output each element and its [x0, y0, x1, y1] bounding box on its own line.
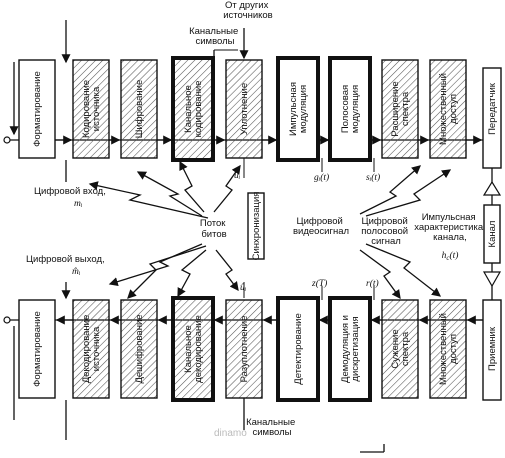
zig-to-u-hat	[215, 249, 239, 292]
zig-to-mult-access-bottom	[365, 243, 442, 297]
label-digital-bandpass-l3: сигнал	[371, 236, 401, 247]
zig-to-source-coding	[136, 171, 203, 217]
label-digital-bandpass-l1: Цифровой	[362, 216, 408, 227]
tx-block-label-3: Канальноекодирование	[183, 81, 204, 138]
bit-stream-arrows	[88, 160, 452, 300]
rx-block-demultiplexing	[225, 299, 263, 399]
label-impulse-response-l2: характеристика	[414, 222, 484, 233]
rx-block-demodulation	[328, 296, 372, 402]
label-bit-stream-l1: Поток	[200, 218, 226, 229]
tx-block-bandpass-modulation	[328, 56, 372, 162]
label-channel-symbols-top-l1: Канальные	[189, 26, 238, 37]
rx-block-label-9: Приемник	[487, 326, 498, 371]
watermark: dinamo	[214, 428, 247, 439]
sync-label: Синхронизация	[251, 192, 262, 261]
zig-to-spread	[359, 165, 421, 215]
tx-block-spread-spectrum	[381, 59, 419, 159]
label-digital-video: Цифровой видеосигнал	[293, 216, 349, 237]
tx-block-channel-coding	[171, 56, 215, 162]
tx-block-label-6: Полосоваямодуляция	[340, 85, 361, 133]
tx-block-multiplexing	[225, 59, 263, 159]
tx-block-label-0: Форматирование	[32, 71, 43, 147]
rx-block-label-0: Форматирование	[32, 311, 43, 387]
rx-block-decryption	[120, 299, 158, 399]
rx-output-terminal	[3, 316, 11, 324]
label-channel-symbols-top-l2: символы	[196, 36, 235, 47]
label-u-hat: ûᵢ	[240, 283, 247, 293]
label-impulse-response-var: hc(t)	[442, 250, 459, 262]
label-digital-input: Цифровой вход,	[34, 186, 106, 197]
label-digital-video-l1: Цифровой	[297, 216, 343, 227]
tx-input-terminal	[3, 136, 11, 144]
zig-to-ui	[213, 164, 241, 213]
rx-block-label-1: Декодированиеисточника	[81, 315, 102, 384]
tx-antenna-icon	[482, 180, 502, 196]
label-ui: uᵢ	[234, 171, 241, 181]
tx-block-encryption	[120, 59, 158, 159]
rx-block-label-2: Дешифрование	[134, 314, 145, 383]
rx-block-label-4: Разуплотнение	[239, 316, 250, 383]
tx-block-pulse-modulation	[276, 56, 320, 162]
label-impulse-response-l3: канала,	[433, 232, 467, 243]
label-digital-output-var: m̂ᵢ	[72, 266, 81, 277]
rx-block-despread	[381, 299, 419, 399]
rx-block-label-8: Множественныйдоступ	[438, 313, 459, 385]
label-channel-symbols-bottom-l1: Канальные	[246, 417, 295, 428]
label-gi: gᵢ(t)	[314, 172, 329, 183]
rx-block-source-decoding	[72, 299, 110, 399]
tx-block-label-4: Уплотнение	[239, 83, 250, 135]
zig-to-channel-decoding	[177, 249, 207, 298]
channel-label: Канал	[487, 221, 498, 248]
rx-block-label-7: Сужениеспектра	[390, 329, 411, 368]
label-channel-symbols-bottom-l2: символы	[253, 427, 292, 438]
label-from-other-sources: От других источников	[223, 0, 272, 21]
label-digital-output: Цифровой выход,	[26, 254, 105, 265]
label-bit-stream-l2: битов	[201, 229, 226, 240]
zig-to-digital-input	[88, 181, 209, 219]
label-zT: z(T)	[311, 278, 327, 289]
label-from-other-sources-l1: От других	[225, 0, 269, 11]
tx-block-label-2: Шифрование	[134, 80, 145, 138]
rx-block-multiple-access	[429, 299, 467, 399]
zig-to-despread	[359, 249, 401, 300]
tx-block-label-5: Импульснаямодуляция	[288, 82, 309, 136]
rx-block-label-5: Детектирование	[293, 313, 304, 384]
label-digital-bandpass-l2: полосовой	[361, 226, 408, 237]
label-bit-stream: Поток битов	[200, 218, 228, 240]
label-channel-symbols-bottom: Канальные символы	[246, 417, 298, 438]
zig-to-digital-output	[108, 243, 203, 287]
label-from-other-sources-l2: источников	[223, 10, 272, 21]
label-rt: r(t)	[366, 278, 379, 289]
tx-block-label-7: Расширениеспектра	[390, 81, 411, 136]
rx-block-label-3: Канальноедекодирование	[183, 315, 204, 383]
rx-block-formatting	[18, 299, 56, 399]
rx-block-label-6: Демодуляция идискретизация	[340, 315, 361, 383]
label-digital-bandpass: Цифровой полосовой сигнал	[361, 216, 410, 247]
zig-to-decryption	[127, 245, 207, 299]
sync-block	[247, 192, 265, 260]
zig-to-mult-access-top	[365, 169, 452, 217]
tx-block-multiple-access	[429, 59, 467, 159]
label-impulse-response-l1: Импульсная	[422, 212, 476, 223]
label-si: sᵢ(t)	[366, 172, 380, 183]
label-digital-input-var: mᵢ	[74, 199, 83, 209]
label-channel-symbols-top: Канальные символы	[189, 26, 241, 47]
zig-to-channel-coding	[179, 160, 205, 213]
label-impulse-response: Импульсная характеристика канала,	[414, 212, 486, 243]
rx-block-channel-decoding	[171, 296, 215, 402]
rx-block-detection	[276, 296, 320, 402]
tx-block-label-8: Множественныйдоступ	[438, 73, 459, 145]
tx-block-formatting	[18, 59, 56, 159]
label-digital-video-l2: видеосигнал	[293, 226, 349, 237]
tx-block-label-9: Передатчик	[487, 82, 498, 135]
rx-block-receiver	[482, 299, 502, 401]
rx-antenna-icon	[482, 271, 502, 288]
tx-block-source-coding	[72, 59, 110, 159]
tx-block-label-1: Кодированиеисточника	[81, 80, 102, 138]
